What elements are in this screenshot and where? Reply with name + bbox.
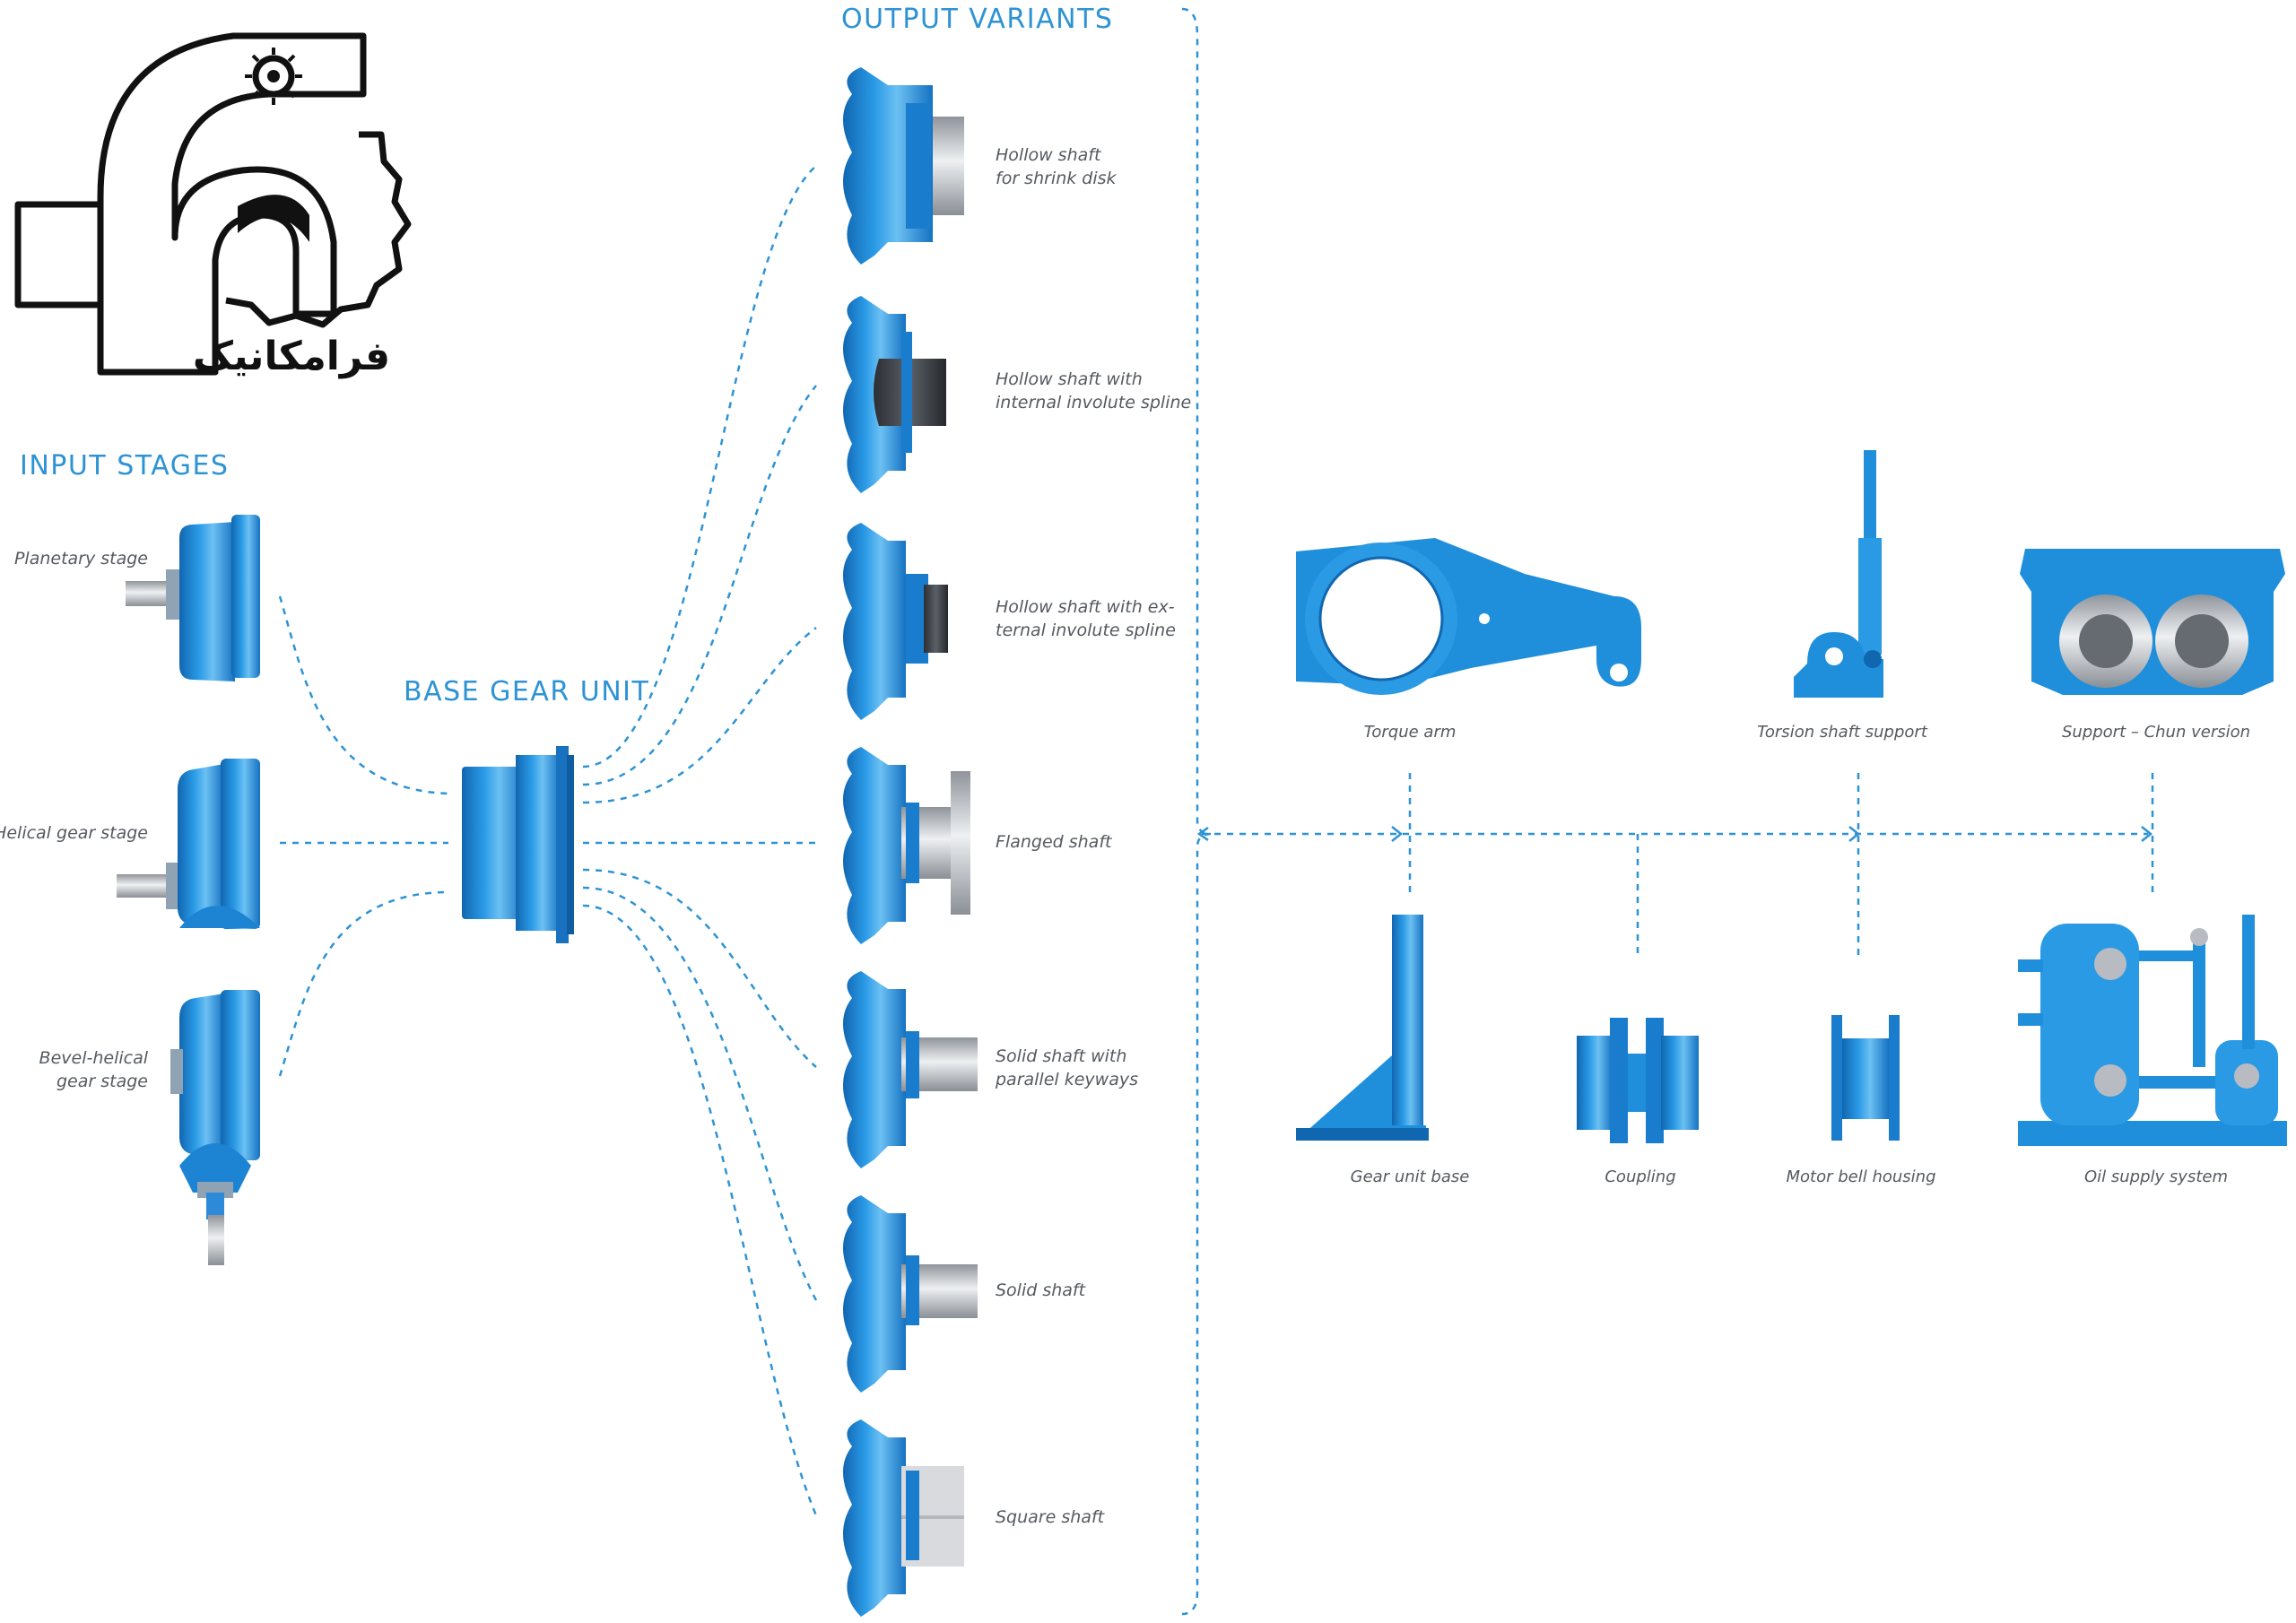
label-hollow-shaft-shrink-disk: Hollow shaft for shrink disk xyxy=(996,145,1117,188)
section-heading-output-variants: OUTPUT VARIANTS xyxy=(841,4,1114,35)
label-torsion-shaft-support: Torsion shaft support xyxy=(1757,723,1927,742)
label-solid-shaft-keyways: Solid shaft with parallel keyways xyxy=(996,1046,1138,1089)
output-solid-keyway-part xyxy=(843,971,978,1168)
base-gear-unit-part xyxy=(462,746,574,943)
bevel-helical-stage-part xyxy=(170,990,260,1265)
label-support-chun-version: Support – Chun version xyxy=(2061,723,2251,742)
connector-arrows xyxy=(1196,826,2153,842)
label-square-shaft: Square shaft xyxy=(996,1507,1105,1527)
coupling-part xyxy=(1577,1018,1699,1143)
label-coupling: Coupling xyxy=(1605,1167,1676,1186)
section-heading-input-stages: INPUT STAGES xyxy=(20,450,230,482)
label-hollow-shaft-internal-spline: Hollow shaft with internal involute spli… xyxy=(996,369,1192,412)
output-square-shaft-part xyxy=(843,1419,964,1617)
label-hollow-shaft-external-spline: Hollow shaft with ex- ternal involute sp… xyxy=(996,597,1176,640)
label-gear-unit-base: Gear unit base xyxy=(1350,1167,1470,1186)
label-solid-shaft: Solid shaft xyxy=(996,1280,1086,1300)
torque-arm-part xyxy=(1296,538,1641,695)
output-solid-shaft-part xyxy=(843,1195,978,1393)
oil-supply-system-part xyxy=(2018,915,2287,1146)
label-helical-gear-stage: Helical gear stage xyxy=(0,823,148,843)
output-external-spline-part xyxy=(843,523,948,720)
gear-unit-base-part xyxy=(1296,915,1429,1141)
label-motor-bell-housing: Motor bell housing xyxy=(1786,1167,1936,1186)
section-heading-base-gear-unit: BASE GEAR UNIT xyxy=(404,676,650,707)
helical-stage-part xyxy=(117,759,260,929)
label-planetary-stage: Planetary stage xyxy=(13,549,148,568)
label-oil-supply-system: Oil supply system xyxy=(2084,1167,2228,1186)
planetary-stage-part xyxy=(126,515,260,681)
logo-wordmark: فرامکانیک xyxy=(192,334,391,379)
output-internal-spline-part xyxy=(843,296,946,493)
label-torque-arm: Torque arm xyxy=(1363,723,1457,742)
output-hollow-shrink-disk-part xyxy=(843,67,964,265)
connector-lines xyxy=(278,7,2154,1616)
torsion-shaft-support-part xyxy=(1794,450,1883,698)
label-bevel-helical-gear-stage: Bevel-helical gear stage xyxy=(39,1048,148,1091)
label-flanged-shaft: Flanged shaft xyxy=(996,832,1112,852)
support-chun-version-part xyxy=(2020,549,2285,695)
motor-bell-housing-part xyxy=(1831,1015,1900,1141)
company-logo xyxy=(14,32,412,376)
output-flanged-shaft-part xyxy=(843,747,970,944)
